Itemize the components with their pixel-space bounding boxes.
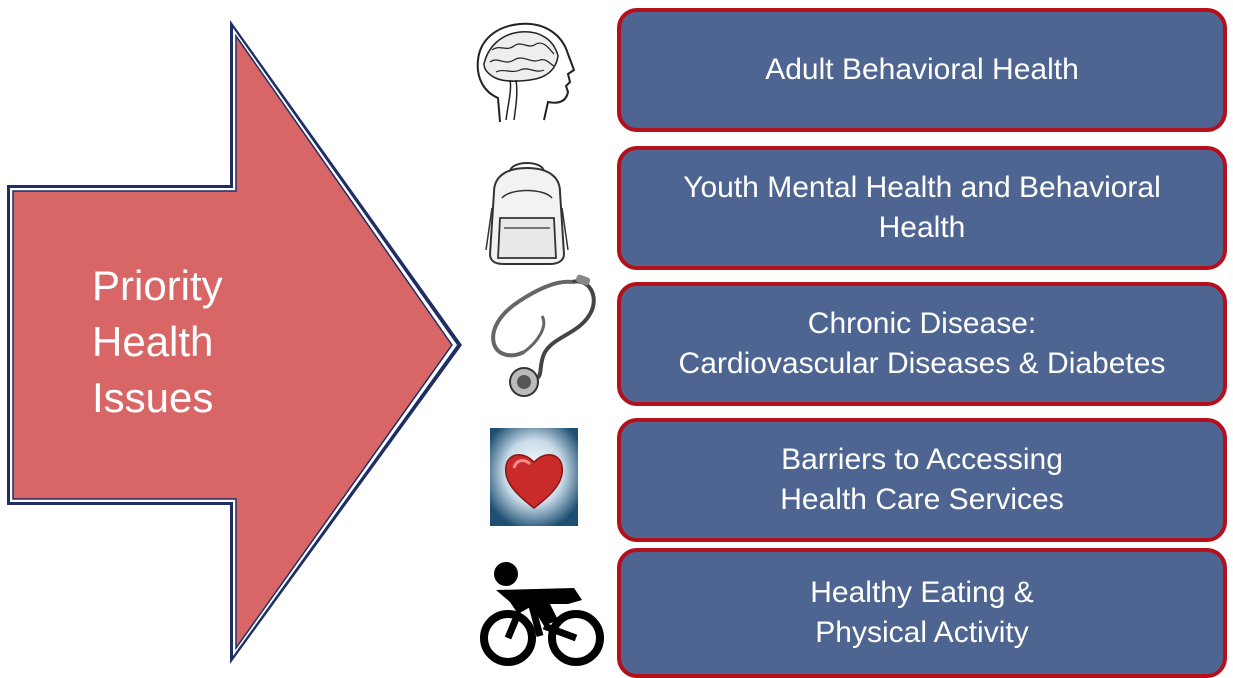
priority-box-youth-mental-health: Youth Mental Health and Behavioral Healt… xyxy=(617,146,1227,270)
priority-box-text-line: Physical Activity xyxy=(815,616,1029,649)
priority-box-healthy-eating: Healthy Eating & Physical Activity xyxy=(617,548,1227,678)
priority-box-text-line: Health Care Services xyxy=(780,483,1064,516)
priority-arrow xyxy=(7,20,462,664)
priority-box-text-line: Barriers to Accessing xyxy=(781,443,1063,476)
priority-box-adult-behavioral-health: Adult Behavioral Health xyxy=(617,8,1227,132)
priority-box-text-line: Adult Behavioral Health xyxy=(765,53,1079,86)
arrow-fill xyxy=(12,33,453,651)
priority-box-text-line: Chronic Disease: xyxy=(807,307,1037,340)
stethoscope-icon xyxy=(491,274,596,397)
cyclist-icon xyxy=(480,562,604,666)
brain-icon xyxy=(476,22,576,123)
arrow-label-line: Priority xyxy=(92,262,223,309)
arrow-label-line: Health xyxy=(92,318,214,365)
heart-icon xyxy=(490,428,578,526)
priority-box-text-line: Cardiovascular Diseases & Diabetes xyxy=(678,347,1166,380)
priority-box-text-line: Health xyxy=(878,211,966,244)
priority-box-text-line: Healthy Eating & xyxy=(810,576,1034,609)
priority-box-barriers-to-access: Barriers to Accessing Health Care Servic… xyxy=(617,418,1227,542)
arrow-label-line: Issues xyxy=(92,374,214,421)
priority-box-text-line: Youth Mental Health and Behavioral xyxy=(683,171,1161,204)
arrow-label: Priority Health Issues xyxy=(92,258,312,426)
priority-box-chronic-disease: Chronic Disease: Cardiovascular Diseases… xyxy=(617,282,1227,406)
backpack-icon xyxy=(485,162,569,265)
